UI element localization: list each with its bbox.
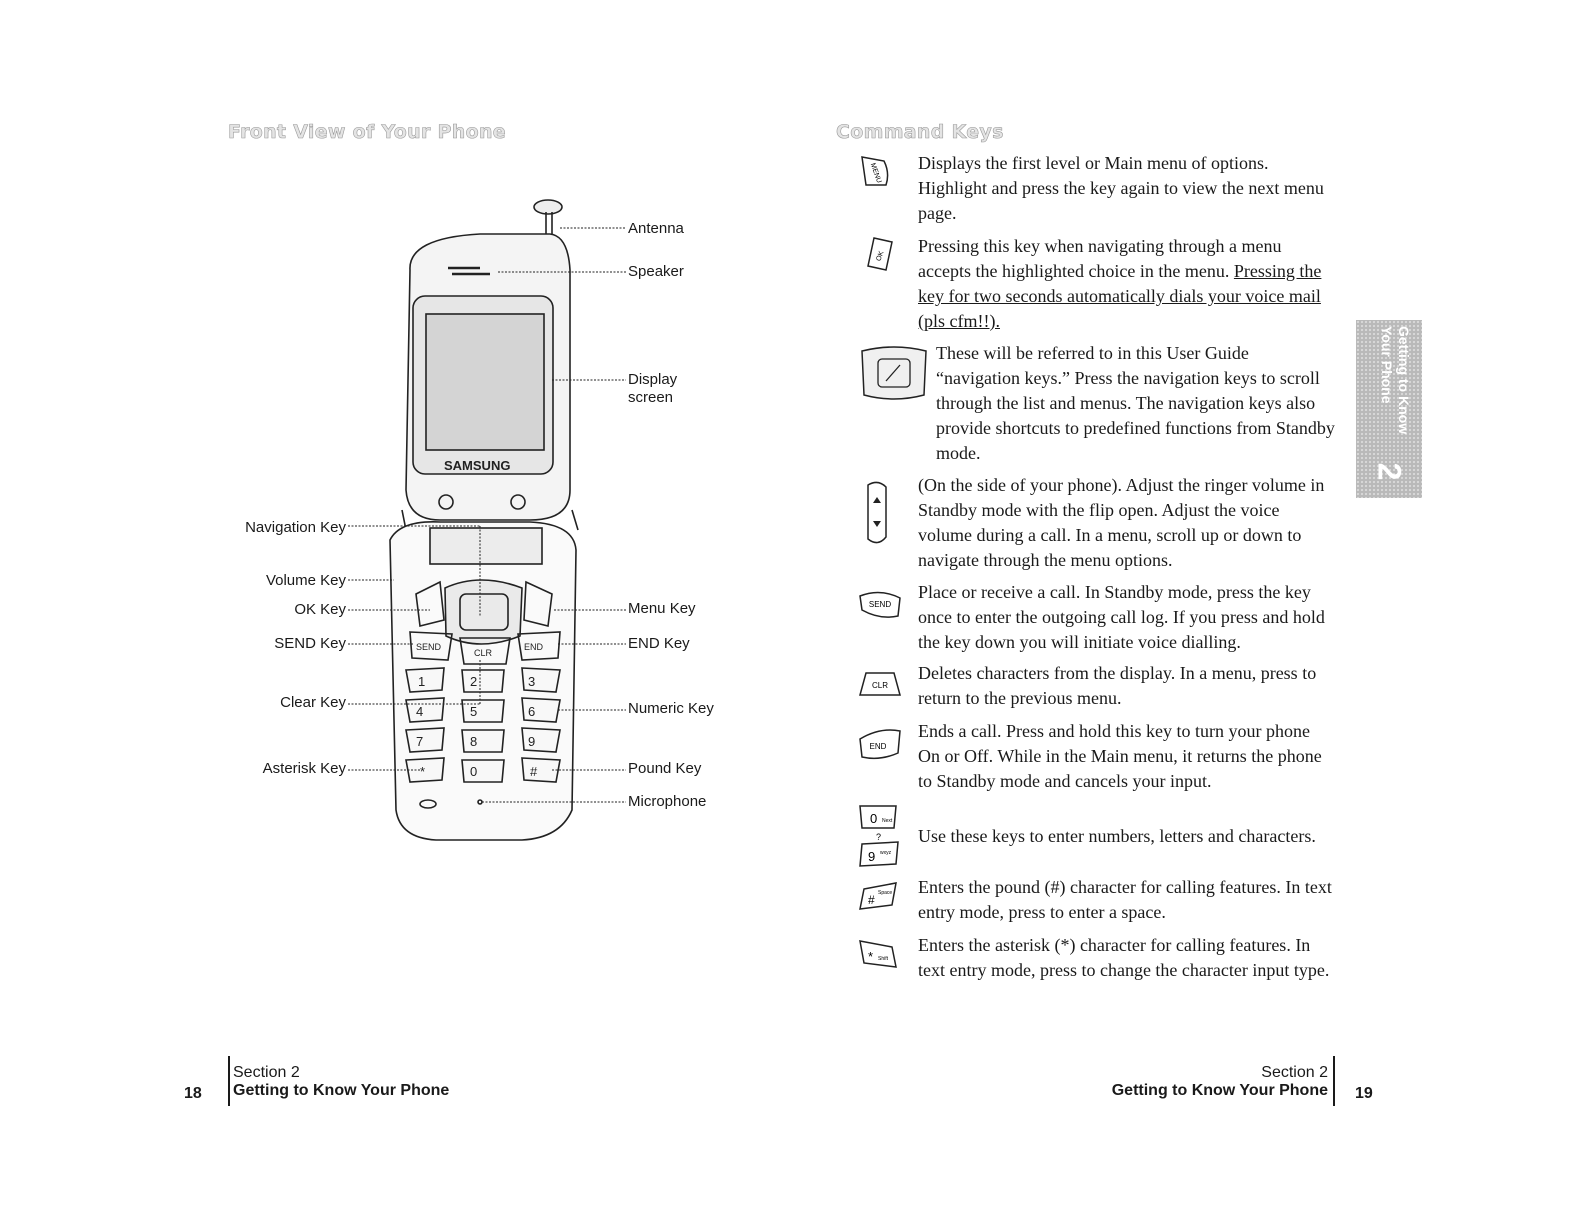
end-key-icon: END [859,729,901,760]
svg-text:OK: OK [875,250,885,262]
right-footer-divider [1333,1056,1335,1106]
svg-text:8: 8 [470,734,477,749]
number-keys-icon: 0 Next ? 9 wxyz [859,805,899,867]
end-key-description: Ends a call. Press and hold this key to … [918,721,1322,791]
left-page-heading: Front View of Your Phone [228,121,506,144]
send-key-icon: SEND [859,591,901,618]
svg-text:END: END [870,742,887,751]
callout-menu-key: Menu Key [628,600,696,617]
volume-key-description: (On the side of your phone). Adjust the … [918,475,1325,570]
right-page-heading: Command Keys [836,121,1004,144]
svg-text:7: 7 [416,734,423,749]
pound-key-icon: # Space [859,882,897,910]
callout-speaker: Speaker [628,263,684,280]
svg-text:?: ? [876,832,881,842]
command-key-send: SEND Place or receive a call. In Standby… [856,580,1336,660]
svg-text:0: 0 [470,764,477,779]
svg-text:2: 2 [470,674,477,689]
command-key-end: END Ends a call. Press and hold this key… [856,719,1336,799]
volume-key-icon [867,481,887,544]
left-footer-divider [228,1056,230,1106]
right-footer: Section 2 Getting to Know Your Phone [1112,1064,1328,1100]
ok-key-icon: OK [867,237,893,271]
left-page-number: 18 [184,1085,202,1102]
callout-send-key: SEND Key [274,635,346,652]
right-footer-section: Section 2 [1261,1064,1328,1081]
navigation-key-description: These will be referred to in this User G… [936,343,1335,463]
callout-asterisk-key: Asterisk Key [262,760,346,777]
svg-text:*: * [420,764,425,779]
right-page-number: 19 [1355,1085,1373,1102]
command-key-navigation: These will be referred to in this User G… [856,341,1336,467]
left-footer-title: Getting to Know Your Phone [233,1082,450,1099]
svg-text:*: * [868,949,873,964]
callout-numeric-key: Numeric Key [628,700,714,717]
callout-display-screen: Display screen [628,371,678,406]
ok-key-description: Pressing this key when navigating throug… [918,236,1322,331]
left-footer-section: Section 2 [233,1064,300,1081]
command-key-asterisk: * Shift Enters the asterisk (*) characte… [856,933,1336,1013]
svg-text:SEND: SEND [416,642,442,652]
callout-microphone: Microphone [628,793,707,810]
clr-key-description: Deletes characters from the display. In … [918,663,1317,708]
phone-front-view-figure: SAMSUNG SEND CLR END 1 2 3 4 5 6 7 8 9 *… [230,190,750,860]
command-key-numbers: 0 Next ? 9 wxyz Use these keys to enter … [856,802,1336,872]
svg-text:SEND: SEND [869,600,891,609]
send-key-description: Place or receive a call. In Standby mode… [918,582,1325,652]
menu-key-icon: MENU [861,156,889,186]
svg-text:MENU: MENU [869,162,883,184]
command-key-ok: OK Pressing this key when navigating thr… [856,234,1336,334]
callout-end-key: END Key [628,635,690,652]
svg-text:5: 5 [470,704,477,719]
svg-text:wxyz: wxyz [880,850,892,856]
callout-pound-key: Pound Key [628,760,702,777]
svg-text:3: 3 [528,674,535,689]
chapter-tab-number: 2 [1371,462,1408,481]
svg-text:#: # [530,764,538,779]
command-key-menu: MENU Displays the first level or Main me… [856,151,1336,231]
svg-text:9: 9 [528,734,535,749]
svg-text:4: 4 [416,704,423,719]
callout-ok-key: OK Key [294,601,346,618]
asterisk-key-description: Enters the asterisk (*) character for ca… [918,935,1330,980]
right-footer-title: Getting to Know Your Phone [1111,1082,1328,1099]
svg-text:6: 6 [528,704,535,719]
navigation-key-icon [861,346,927,400]
svg-text:9: 9 [868,849,875,864]
svg-text:Next: Next [882,818,893,824]
callout-clear-key: Clear Key [280,694,346,711]
chapter-tab-title: Getting to Know Your Phone [1379,326,1412,435]
command-key-pound: # Space Enters the pound (#) character f… [856,875,1336,931]
clr-key-icon: CLR [859,672,901,696]
left-footer: Section 2 Getting to Know Your Phone [233,1064,449,1100]
svg-text:Shift: Shift [878,956,889,962]
command-key-volume: (On the side of your phone). Adjust the … [856,473,1336,577]
svg-text:#: # [868,893,875,907]
svg-text:CLR: CLR [474,648,493,658]
svg-text:CLR: CLR [872,681,888,690]
phone-brand: SAMSUNG [444,458,510,473]
command-key-clr: CLR Deletes characters from the display.… [856,661,1336,717]
svg-text:END: END [524,642,544,652]
svg-text:Space: Space [878,890,892,896]
phone-illustration: SAMSUNG SEND CLR END 1 2 3 4 5 6 7 8 9 *… [348,199,626,841]
ok-key-underlined-note: Pressing the key for two seconds automat… [918,261,1322,331]
callout-navigation-key: Navigation Key [245,519,346,536]
pound-key-description: Enters the pound (#) character for calli… [918,877,1332,922]
callout-volume-key: Volume Key [265,572,346,589]
menu-key-description: Displays the first level or Main menu of… [918,153,1324,223]
callout-antenna: Antenna [628,220,684,237]
svg-text:0: 0 [870,811,877,826]
asterisk-key-icon: * Shift [859,940,897,968]
svg-text:1: 1 [418,674,425,689]
number-keys-description: Use these keys to enter numbers, letters… [918,826,1316,846]
chapter-tab: Getting to Know Your Phone 2 [1356,320,1422,498]
